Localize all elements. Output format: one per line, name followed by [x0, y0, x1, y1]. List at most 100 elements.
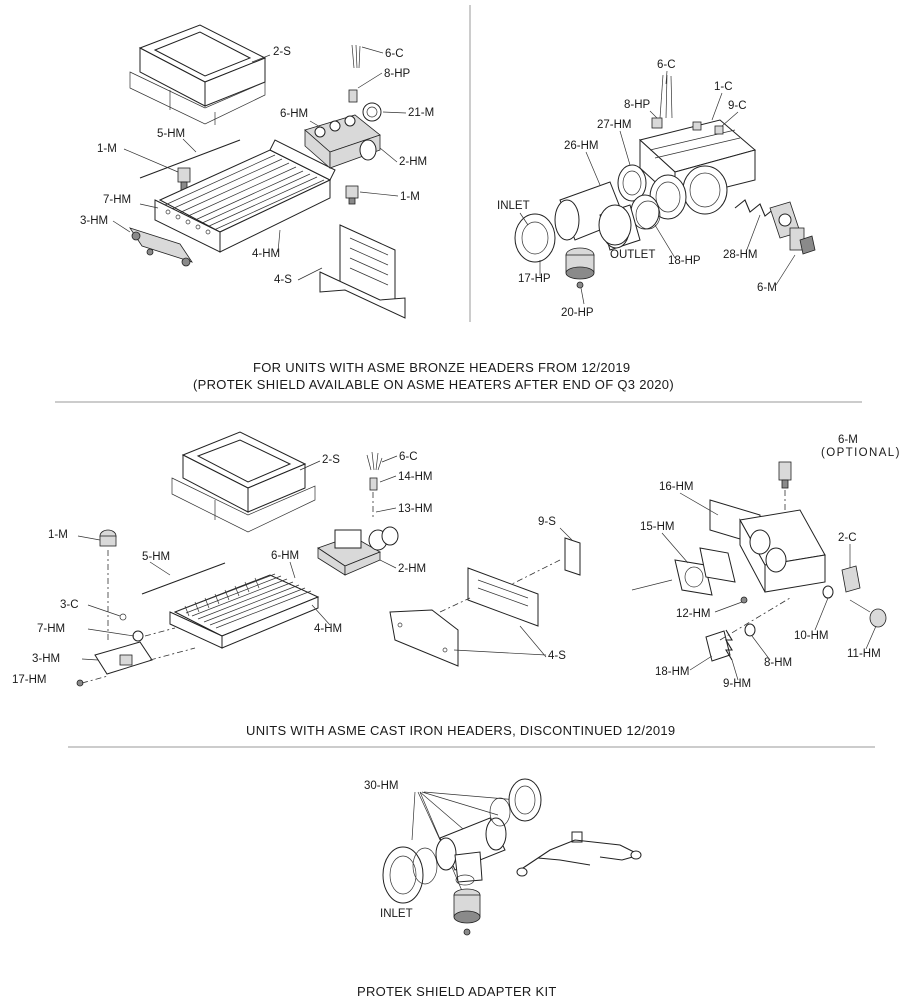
label-2-HM-cast: 2-HM — [398, 563, 426, 575]
caption-protek: PROTEK SHIELD ADAPTER KIT — [357, 984, 557, 999]
label-1-C: 1-C — [714, 81, 733, 93]
label-16-HM: 16-HM — [659, 481, 694, 493]
label-inlet-protek: INLET — [380, 908, 413, 920]
label-2-C: 2-C — [838, 532, 857, 544]
part-outlet-union — [489, 778, 542, 827]
part-20-HP-cap — [565, 247, 595, 289]
label-6-M-optional: 6-M — [838, 434, 858, 446]
part-tee-pipe — [435, 817, 507, 883]
label-27-HM: 27-HM — [597, 119, 632, 131]
part-wire-harness — [516, 831, 642, 877]
protek-assembly — [382, 778, 642, 936]
label-14-HM: 14-HM — [398, 471, 433, 483]
label-26-HM: 26-HM — [564, 140, 599, 152]
label-6-HM-cast: 6-HM — [271, 550, 299, 562]
label-1-M-a: 1-M — [97, 143, 117, 155]
label-4-S-cast: 4-S — [548, 650, 566, 662]
cast-left-assembly — [76, 431, 581, 687]
part-4-S-cast — [389, 567, 539, 667]
label-outlet-top: OUTLET — [610, 249, 655, 261]
label-2-S: 2-S — [273, 46, 291, 58]
protek-labels: 30-HM INLET — [364, 780, 413, 920]
label-6-M-top: 6-M — [757, 282, 777, 294]
part-1-M-cast — [99, 529, 117, 640]
part-17-HP-ring — [514, 213, 556, 263]
part-4-S-panels — [319, 224, 406, 319]
part-6-C-cast — [366, 451, 383, 520]
part-inlet-ring — [382, 846, 438, 904]
part-unions — [617, 164, 687, 230]
part-1-C — [692, 121, 702, 131]
part-shield-cap — [453, 888, 481, 936]
part-16-HM-header — [709, 499, 826, 593]
part-2-HM-cast — [317, 526, 399, 576]
part-2-HM-header — [304, 102, 382, 169]
label-1-M-b: 1-M — [400, 191, 420, 203]
part-12-HM — [740, 596, 748, 604]
label-8-HP: 8-HP — [384, 68, 411, 80]
label-18-HM: 18-HM — [655, 666, 690, 678]
label-6-C-cast: 6-C — [399, 451, 418, 463]
label-3-HM: 3-HM — [80, 215, 108, 227]
part-1-M-right — [345, 185, 359, 205]
label-9-S: 9-S — [538, 516, 556, 528]
label-inlet-top: INLET — [497, 200, 530, 212]
label-optional: (OPTIONAL) — [821, 447, 901, 459]
label-18-HP: 18-HP — [668, 255, 701, 267]
part-6-C-wires — [348, 44, 361, 103]
label-15-HM: 15-HM — [640, 521, 675, 533]
label-17-HM: 17-HM — [12, 674, 47, 686]
label-7-HM-cast: 7-HM — [37, 623, 65, 635]
label-4-HM-cast: 4-HM — [314, 623, 342, 635]
part-6-C-wires-right — [651, 74, 673, 129]
part-4-HM-cast — [169, 573, 320, 649]
label-30-HM: 30-HM — [364, 780, 399, 792]
bronze-right-labels: 6-C 1-C 8-HP 9-C 27-HM 26-HM INLET OUTLE… — [497, 59, 796, 319]
label-1-M-cast: 1-M — [48, 529, 68, 541]
caption-bronze-line1: FOR UNITS WITH ASME BRONZE HEADERS FROM … — [253, 360, 630, 375]
leader-30-HM — [411, 791, 519, 906]
part-2-S-frame — [129, 24, 267, 125]
label-6-C-r: 6-C — [657, 59, 676, 71]
label-5-HM: 5-HM — [157, 128, 185, 140]
label-12-HM: 12-HM — [676, 608, 711, 620]
bronze-left-labels: 2-S 6-C 8-HP 21-M 6-HM 5-HM 1-M 2-HM 1-M… — [80, 46, 434, 286]
label-6-HM: 6-HM — [280, 108, 308, 120]
part-18-9-8-HM — [705, 597, 791, 662]
cast-right-assembly — [631, 461, 887, 662]
part-15-HM-flange — [631, 547, 736, 596]
label-10-HM: 10-HM — [794, 630, 829, 642]
part-9-C — [714, 125, 724, 135]
bronze-left-assembly — [129, 24, 406, 319]
label-2-HM: 2-HM — [399, 156, 427, 168]
label-13-HM: 13-HM — [398, 503, 433, 515]
cast-right-labels: 6-M (OPTIONAL) 16-HM 2-C 15-HM 12-HM 10-… — [640, 434, 901, 690]
cast-left-labels: 2-S 6-C 14-HM 13-HM 1-M 9-S 5-HM 6-HM 2-… — [12, 451, 573, 686]
label-20-HP: 20-HP — [561, 307, 594, 319]
caption-cast-iron: UNITS WITH ASME CAST IRON HEADERS, DISCO… — [246, 723, 675, 738]
bronze-right-assembly — [514, 74, 816, 289]
label-8-HM: 8-HM — [764, 657, 792, 669]
part-9-S-bracket — [499, 537, 581, 591]
part-3-HM-cast — [76, 641, 196, 687]
label-9-HM: 9-HM — [723, 678, 751, 690]
label-11-HM: 11-HM — [847, 648, 881, 660]
label-3-HM-cast: 3-HM — [32, 653, 60, 665]
part-6-M-drain — [789, 227, 816, 255]
part-5-HM-cast — [141, 562, 226, 595]
label-3-C: 3-C — [60, 599, 79, 611]
label-2-S-cast: 2-S — [322, 454, 340, 466]
part-outlet-ring — [598, 204, 632, 246]
label-6-C: 6-C — [385, 48, 404, 60]
part-18-HP-oring — [635, 200, 661, 230]
part-header-body — [638, 119, 757, 215]
part-3-C — [119, 613, 127, 621]
label-7-HM: 7-HM — [103, 194, 131, 206]
part-1-M-left — [177, 167, 191, 191]
label-8-HP-r: 8-HP — [624, 99, 651, 111]
part-2-C-switch — [841, 565, 861, 593]
caption-bronze-line2: (PROTEK SHIELD AVAILABLE ON ASME HEATERS… — [193, 377, 674, 392]
label-9-C: 9-C — [728, 100, 747, 112]
part-4-HM-exchanger — [154, 139, 336, 253]
